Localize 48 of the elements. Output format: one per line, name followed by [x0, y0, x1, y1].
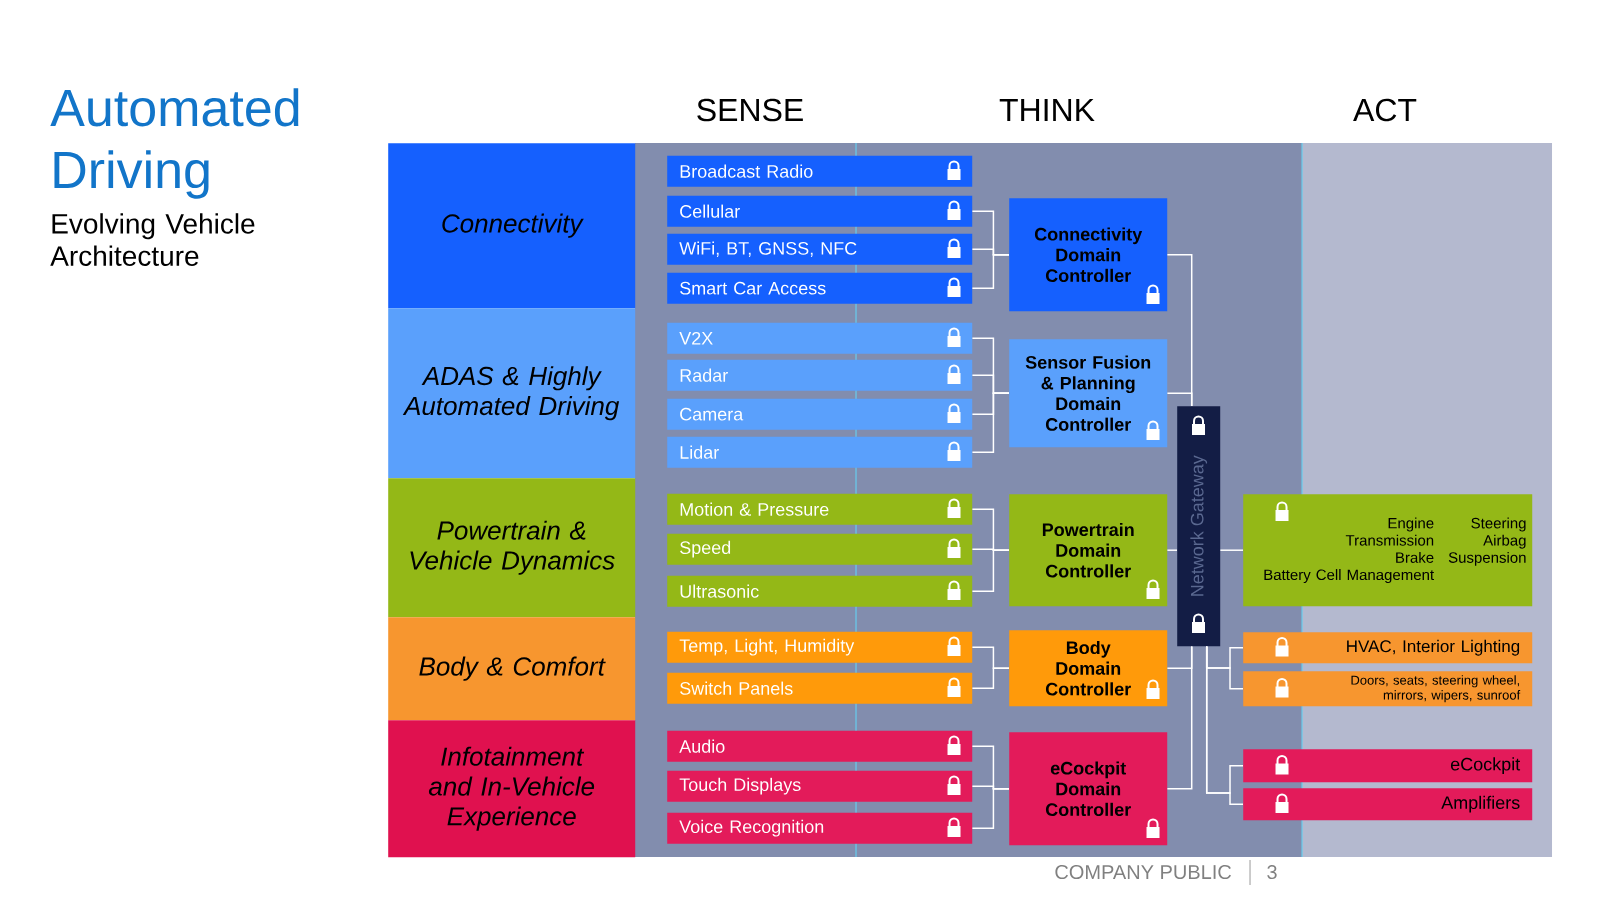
category-band: Body & Comfort — [388, 617, 636, 721]
sensor-box: Speed — [667, 533, 973, 565]
sensor-box: Broadcast Radio — [667, 155, 973, 187]
connector-line — [1166, 549, 1178, 551]
title: Automated Driving — [50, 88, 299, 199]
actuator-box: HVAC, Interior Lighting — [1243, 632, 1533, 664]
column-heading: SENSE — [697, 98, 803, 122]
sensor-box: Audio — [667, 730, 973, 762]
controller-box: Powertrain Domain Controller — [1009, 494, 1168, 607]
connector-line — [971, 253, 1010, 289]
connector-line — [971, 667, 1010, 689]
sensor-box: Voice Recognition — [667, 812, 973, 844]
page-number: 3 — [1267, 864, 1277, 880]
controller-box: Body Domain Controller — [1009, 630, 1168, 707]
category-band: Infotainment and In-Vehicle Experience — [388, 720, 636, 858]
gateway-bar: Network Gateway — [1177, 406, 1221, 647]
controller-box: eCockpit Domain Controller — [1009, 732, 1168, 846]
sensor-box: Camera — [667, 398, 973, 430]
sensor-box: Switch Panels — [667, 672, 973, 704]
sensor-box: Touch Displays — [667, 770, 973, 802]
controller-box: Connectivity Domain Controller — [1009, 198, 1168, 312]
connector-line — [1166, 645, 1193, 790]
sensor-box: Ultrasonic — [667, 575, 973, 607]
sensor-box: Radar — [667, 359, 973, 391]
sensor-box: WiFi, BT, GNSS, NFC — [667, 233, 973, 265]
sensor-box: Lidar — [667, 436, 973, 468]
connector-line — [971, 392, 1010, 453]
actuator-box: eCockpit — [1243, 749, 1533, 783]
controller-box: Sensor Fusion & Planning Domain Controller — [1009, 339, 1168, 448]
category-band: Connectivity — [388, 143, 636, 309]
sensor-box: Temp, Light, Humidity — [667, 631, 973, 663]
sensor-box: Motion & Pressure — [667, 493, 973, 525]
category-band: Powertrain & Vehicle Dynamics — [388, 478, 636, 618]
column-heading: THINK — [999, 99, 1095, 121]
connector-line — [1166, 392, 1193, 407]
category-band: ADAS & Highly Automated Driving — [388, 308, 636, 479]
connector-line — [971, 787, 1010, 829]
actuator-box: Amplifiers — [1243, 788, 1533, 821]
connector-line — [971, 549, 1010, 592]
actuator-box: Engine Steering Transmission Airbag Brake Suspension Battery Cell Management — [1243, 494, 1533, 607]
sensor-box: V2X — [667, 322, 973, 354]
footer-text: COMPANY PUBLIC — [1055, 864, 1232, 880]
sensor-box: Cellular — [667, 195, 973, 227]
sensor-box: Smart Car Access — [667, 272, 973, 304]
actuator-box: Doors, seats, steering wheel, mirrors, wipers, sunroof — [1243, 671, 1533, 707]
column-heading: ACT — [1353, 98, 1417, 122]
subtitle: Evolving Vehicle Architecture — [50, 213, 255, 266]
connector-line — [1219, 549, 1244, 551]
